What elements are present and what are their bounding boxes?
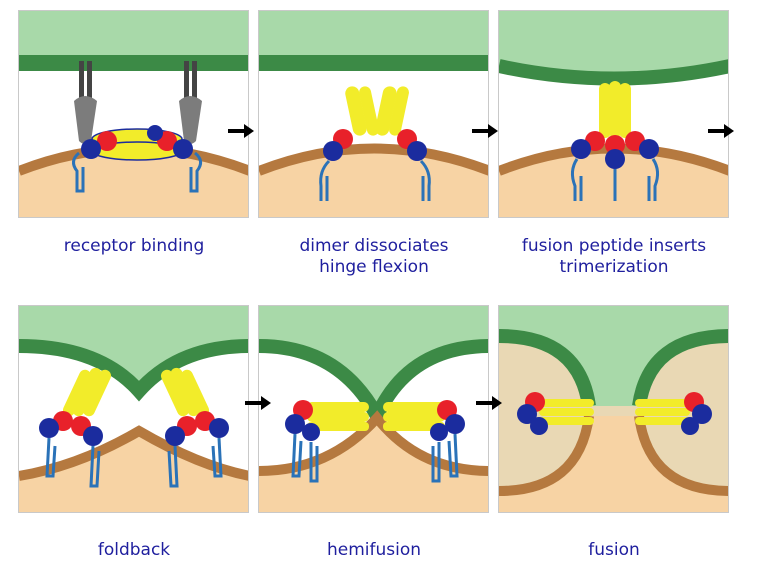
caption-line: hinge flexion (319, 257, 429, 277)
protein-trimer-left (285, 400, 369, 483)
caption-line: fusion (588, 540, 640, 560)
protein-trimer-right (383, 400, 465, 483)
panel-dimer-dissociates (258, 10, 489, 218)
protein-monomer-right (375, 86, 431, 201)
caption-fusion: fusion (494, 540, 734, 561)
arrow-right-icon (472, 124, 498, 138)
caption-line: foldback (97, 540, 171, 560)
panel-receptor-binding (18, 10, 249, 218)
protein-trimer (571, 81, 659, 169)
receptor-left (74, 61, 97, 144)
caption-receptor-binding: receptor binding (14, 236, 254, 257)
caption-fusion-peptide-inserts: fusion peptide inserts trimerization (494, 236, 734, 278)
arrow-right-icon (245, 396, 271, 410)
caption-line: receptor binding (63, 236, 205, 256)
arrow-right-icon (476, 396, 502, 410)
panel-foldback (18, 305, 249, 513)
protein-trimer-left (39, 367, 112, 488)
panel-hemifusion (258, 305, 489, 513)
caption-line: trimerization (559, 257, 669, 277)
protein-trimer-right (160, 367, 229, 488)
receptor-right (179, 61, 202, 144)
protein-trimer-left (517, 392, 594, 435)
panel-fusion-peptide-inserts (498, 10, 729, 218)
arrow-right-icon (708, 124, 734, 138)
caption-dimer-dissociates: dimer dissociates hinge flexion (254, 236, 494, 278)
arrow-right-icon (228, 124, 254, 138)
protein-dimer (81, 125, 193, 161)
caption-hemifusion: hemifusion (254, 540, 494, 561)
caption-foldback: foldback (14, 540, 254, 561)
protein-trimer-right (635, 392, 712, 435)
caption-line: fusion peptide inserts (521, 236, 707, 256)
panel-fusion (498, 305, 729, 513)
caption-line: dimer dissociates (299, 236, 449, 256)
protein-monomer-left (319, 86, 379, 201)
caption-line: hemifusion (326, 540, 422, 560)
